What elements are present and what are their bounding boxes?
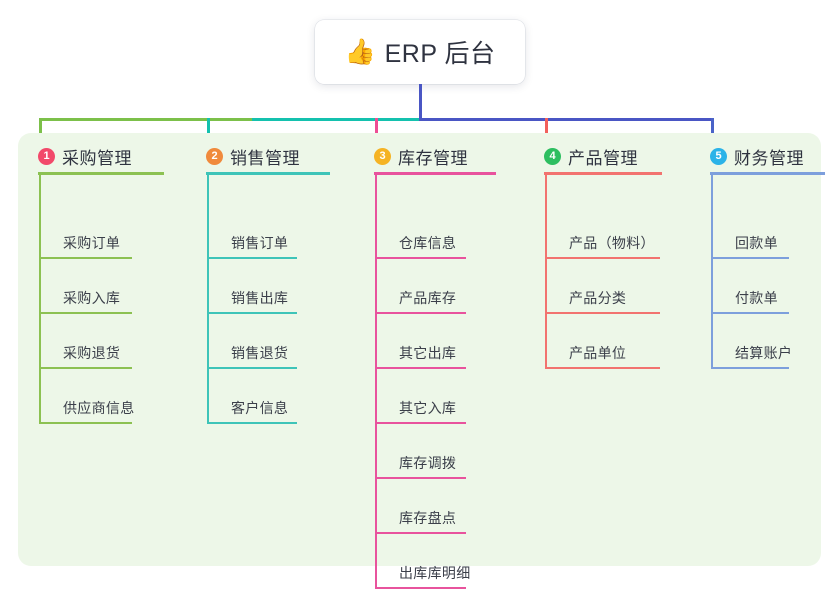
branch-leaf-item[interactable]: 其它出库 [375,329,466,369]
branch-title: 库存管理 [398,149,468,168]
branch-leaf-label: 付款单 [735,290,778,306]
thumbs-up-icon: 👍 [344,37,376,66]
branch-leaf-label: 库存盘点 [399,510,457,526]
branch-leaf-rule [545,367,660,369]
branch-leaf-item[interactable]: 结算账户 [711,329,793,369]
branch-leaf-rule [375,312,466,314]
branch-leaf-label: 库存调拨 [399,455,457,471]
branch-leaf-item[interactable]: 产品单位 [545,329,660,369]
bus-segment-left [39,118,252,121]
branch-title: 销售管理 [230,149,300,168]
branch-leaf-item[interactable]: 采购入库 [39,274,132,314]
branch-leaf-rule [375,422,466,424]
branch-leaf-label: 产品库存 [399,290,457,306]
branch-trunk-line [545,174,547,369]
branch-title: 采购管理 [62,149,132,168]
branch-title: 财务管理 [734,149,804,168]
branch-leaf-item[interactable]: 回款单 [711,219,789,259]
branch-header-2[interactable]: 2 销售管理 [206,144,300,169]
branch-leaf-item[interactable]: 采购订单 [39,219,132,259]
branch-header-1[interactable]: 1 采购管理 [38,144,132,169]
branch-leaf-rule [39,422,132,424]
branches-panel [18,133,821,566]
branch-leaf-item[interactable]: 产品（物料） [545,219,660,259]
branch-header-rule [374,172,496,175]
branch-leaf-label: 仓库信息 [399,235,457,251]
branch-leaf-item[interactable]: 销售退货 [207,329,297,369]
branch-leaf-label: 产品单位 [569,345,627,361]
branch-title: 产品管理 [568,149,638,168]
branch-trunk-line [711,174,713,369]
branch-header-rule [38,172,164,175]
branch-leaf-item[interactable]: 仓库信息 [375,219,466,259]
branch-leaf-item[interactable]: 其它入库 [375,384,466,424]
branch-leaf-rule [711,312,789,314]
branch-leaf-label: 产品分类 [569,290,627,306]
bus-segment-mid [252,118,419,121]
branch-header-rule [206,172,330,175]
branch-leaf-label: 结算账户 [735,345,793,361]
branch-header-rule [544,172,662,175]
branch-leaf-rule [207,367,297,369]
branch-leaf-label: 采购入库 [63,290,121,306]
branch-leaf-label: 产品（物料） [569,235,655,251]
branch-leaf-rule [375,477,466,479]
branch-leaf-item[interactable]: 付款单 [711,274,789,314]
branch-leaf-item[interactable]: 产品分类 [545,274,660,314]
branch-trunk-line [39,174,41,424]
branch-leaf-rule [711,257,789,259]
branch-leaf-item[interactable]: 采购退货 [39,329,132,369]
branch-number-badge: 2 [206,148,223,165]
branch-leaf-label: 采购订单 [63,235,121,251]
branch-leaf-item[interactable]: 库存调拨 [375,439,466,479]
branch-number-badge: 5 [710,148,727,165]
branch-leaf-label: 销售订单 [231,235,289,251]
branch-leaf-rule [375,257,466,259]
branch-leaf-item[interactable]: 出库库明细 [375,549,470,589]
branch-leaf-label: 出库库明细 [399,565,471,581]
branch-leaf-item[interactable]: 产品库存 [375,274,466,314]
branch-header-3[interactable]: 3 库存管理 [374,144,468,169]
root-node-erp-backend[interactable]: 👍 ERP 后台 [315,20,525,84]
branch-leaf-rule [207,257,297,259]
branch-leaf-rule [711,367,789,369]
root-stem-connector [419,84,422,121]
branch-number-badge: 1 [38,148,55,165]
root-node-title: ERP 后台 [384,40,496,68]
branch-leaf-item[interactable]: 库存盘点 [375,494,466,534]
branch-leaf-rule [39,257,132,259]
branch-leaf-label: 销售退货 [231,345,289,361]
branch-leaf-label: 供应商信息 [63,400,135,416]
branch-number-badge: 4 [544,148,561,165]
branch-header-rule [710,172,825,175]
branch-leaf-rule [545,257,660,259]
branch-leaf-rule [375,367,466,369]
branch-leaf-rule [545,312,660,314]
branch-number-badge: 3 [374,148,391,165]
branch-leaf-rule [375,532,466,534]
branch-trunk-line [207,174,209,424]
branch-leaf-rule [207,312,297,314]
branch-leaf-label: 回款单 [735,235,778,251]
branch-trunk-line [375,174,377,589]
branch-leaf-item[interactable]: 销售出库 [207,274,297,314]
branch-leaf-rule [39,367,132,369]
branch-header-5[interactable]: 5 财务管理 [710,144,804,169]
branch-leaf-item[interactable]: 客户信息 [207,384,297,424]
branch-leaf-label: 客户信息 [231,400,289,416]
branch-leaf-item[interactable]: 销售订单 [207,219,297,259]
branch-leaf-label: 其它入库 [399,400,457,416]
branch-leaf-rule [39,312,132,314]
branch-leaf-item[interactable]: 供应商信息 [39,384,135,424]
branch-header-4[interactable]: 4 产品管理 [544,144,638,169]
branch-leaf-label: 销售出库 [231,290,289,306]
branch-leaf-rule [207,422,297,424]
branch-leaf-label: 采购退货 [63,345,121,361]
bus-segment-right [419,118,714,121]
branch-leaf-label: 其它出库 [399,345,457,361]
